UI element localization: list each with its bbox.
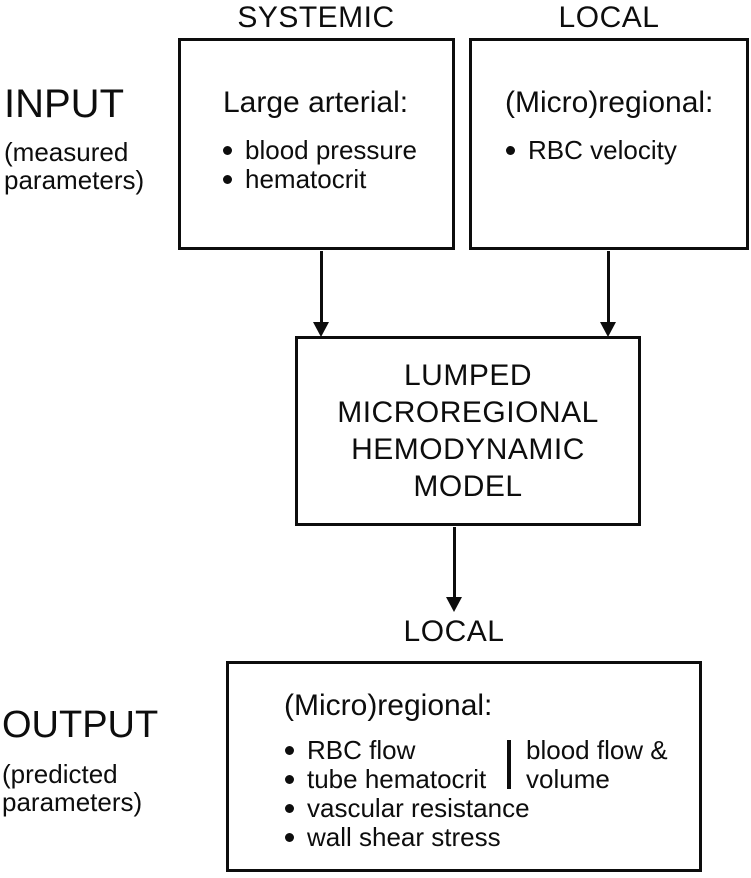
annotation-text: blood flow & volume xyxy=(526,736,668,794)
list-item: wall shear stress xyxy=(285,823,699,852)
output-subtitle-line2: parameters) xyxy=(2,787,143,817)
list-item: vascular resistance xyxy=(285,794,699,823)
bullet-icon xyxy=(285,775,294,784)
list-item-label: tube hematocrit xyxy=(307,764,487,794)
model-box: LUMPED MICROREGIONAL HEMODYNAMIC MODEL xyxy=(295,336,641,526)
bullet-icon xyxy=(223,146,232,155)
input-section-title: INPUT xyxy=(4,82,124,126)
model-box-line: LUMPED xyxy=(403,359,533,392)
input-section-subtitle: (measured parameters) xyxy=(4,138,144,194)
local-input-box-title: (Micro)regional: xyxy=(505,86,714,119)
output-section-subtitle: (predicted parameters) xyxy=(2,760,142,816)
list-item-label: vascular resistance xyxy=(307,793,530,823)
bullet-icon xyxy=(285,746,294,755)
input-subtitle-line2: parameters) xyxy=(4,165,145,195)
local-input-list: RBC velocity xyxy=(506,136,746,165)
arrow-systemic-to-model xyxy=(313,251,330,337)
annotation-line2: volume xyxy=(526,764,610,794)
arrow-local-to-model xyxy=(600,251,617,337)
local-output-box-title: (Micro)regional: xyxy=(284,689,493,722)
bullet-icon xyxy=(285,833,294,842)
output-subtitle-line1: (predicted xyxy=(2,759,118,789)
list-item-label: hematocrit xyxy=(245,164,367,194)
local-output-box: (Micro)regional: RBC flow tube hematocri… xyxy=(226,661,702,872)
systemic-input-box-title: Large arterial: xyxy=(223,86,409,119)
systemic-input-list: blood pressure hematocrit xyxy=(223,136,452,194)
local-header-top: LOCAL xyxy=(558,1,660,34)
list-item-label: RBC velocity xyxy=(528,135,677,165)
arrow-head-icon xyxy=(600,322,616,337)
list-item: tube hematocrit xyxy=(285,765,699,794)
arrow-head-icon xyxy=(446,597,462,612)
arrow-shaft xyxy=(453,527,456,598)
annotation-bracket-bar xyxy=(507,740,511,789)
systemic-input-box: Large arterial: blood pressure hematocri… xyxy=(178,38,455,250)
arrow-shaft xyxy=(320,251,323,323)
list-item-label: blood pressure xyxy=(245,135,417,165)
arrow-shaft xyxy=(607,251,610,323)
systemic-header: SYSTEMIC xyxy=(237,1,395,34)
list-item: hematocrit xyxy=(223,165,452,194)
local-output-list: RBC flow tube hematocrit vascular resist… xyxy=(285,736,699,852)
local-header-bottom: LOCAL xyxy=(403,615,505,648)
model-box-line: HEMODYNAMIC xyxy=(351,433,585,466)
list-item: blood pressure xyxy=(223,136,452,165)
output-section-title: OUTPUT xyxy=(2,704,159,746)
local-input-box: (Micro)regional: RBC velocity xyxy=(469,38,749,250)
model-box-line: MICROREGIONAL xyxy=(337,396,599,429)
bullet-icon xyxy=(223,175,232,184)
list-item-label: RBC flow xyxy=(307,735,416,765)
input-subtitle-line1: (measured xyxy=(4,137,129,167)
list-item: RBC velocity xyxy=(506,136,746,165)
list-item-label: wall shear stress xyxy=(307,822,501,852)
list-item: RBC flow xyxy=(285,736,699,765)
arrow-head-icon xyxy=(313,322,329,337)
bullet-icon xyxy=(506,146,515,155)
blood-flow-volume-annotation: blood flow & volume xyxy=(507,736,668,794)
bullet-icon xyxy=(285,804,294,813)
annotation-line1: blood flow & xyxy=(526,735,668,765)
model-box-line: MODEL xyxy=(413,470,523,503)
arrow-model-to-output xyxy=(446,527,463,612)
